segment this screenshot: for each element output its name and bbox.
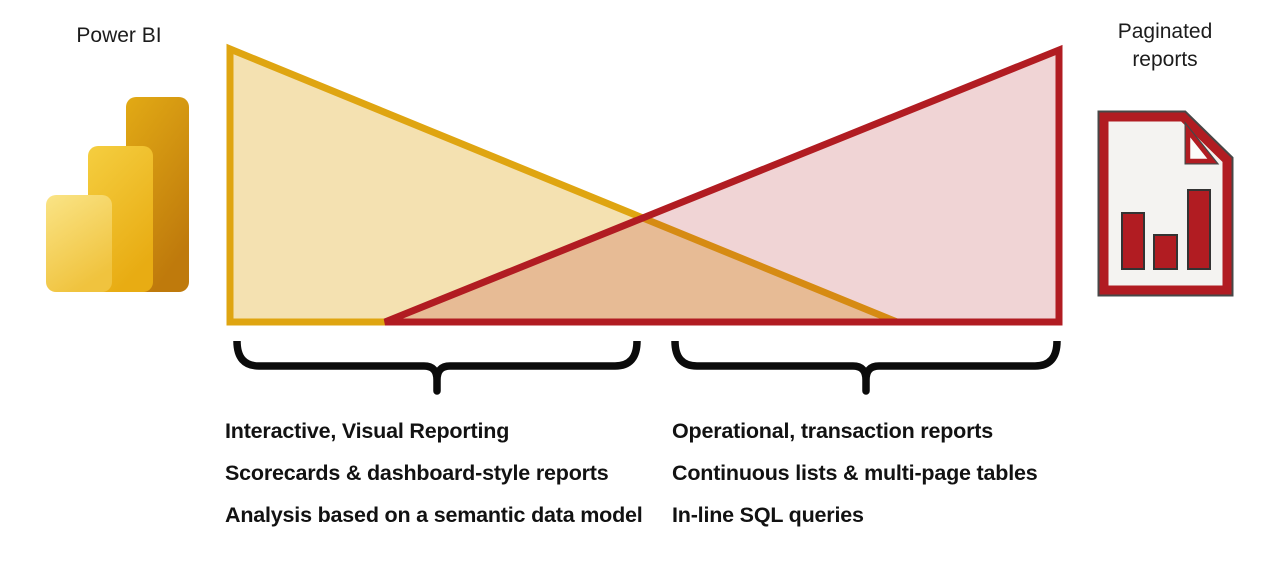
right-brace <box>671 340 1061 395</box>
power-bi-capabilities-list: Interactive, Visual Reporting Scorecards… <box>225 416 645 542</box>
paginated-reports-capabilities-list: Operational, transaction reports Continu… <box>672 416 1152 542</box>
power-bi-label: Power BI <box>76 24 162 47</box>
left-brace <box>233 340 641 395</box>
power-bi-logo-icon <box>46 97 189 292</box>
paginated-reports-label: Paginated reports <box>1117 20 1213 71</box>
paginated-reports-triangle <box>383 44 1063 326</box>
capability-item: Analysis based on a semantic data model <box>225 503 643 527</box>
capability-item: In-line SQL queries <box>672 503 864 527</box>
capability-item: Continuous lists & multi-page tables <box>672 461 1038 485</box>
capability-item: Scorecards & dashboard-style reports <box>225 461 609 485</box>
capability-item: Interactive, Visual Reporting <box>225 419 510 443</box>
paginated-report-icon <box>1097 110 1234 297</box>
capability-item: Operational, transaction reports <box>672 419 993 443</box>
report-bar-chart-icon <box>1121 189 1211 270</box>
